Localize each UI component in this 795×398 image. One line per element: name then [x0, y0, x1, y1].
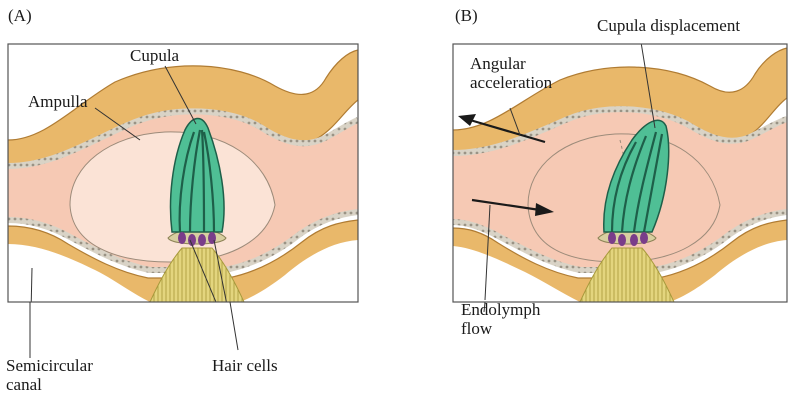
label-cupula-displacement: Cupula displacement	[597, 16, 740, 35]
label-angular-acceleration: Angular acceleration	[470, 54, 552, 92]
panel-b-tag: (B)	[455, 6, 478, 25]
label-hair-cells: Hair cells	[212, 356, 278, 375]
panel-a-tag: (A)	[8, 6, 32, 25]
label-ampulla: Ampulla	[28, 92, 88, 111]
label-endolymph-flow: Endolymph flow	[461, 300, 540, 338]
label-semicircular-canal: Semicircular canal	[6, 356, 93, 394]
label-cupula: Cupula	[130, 46, 179, 65]
